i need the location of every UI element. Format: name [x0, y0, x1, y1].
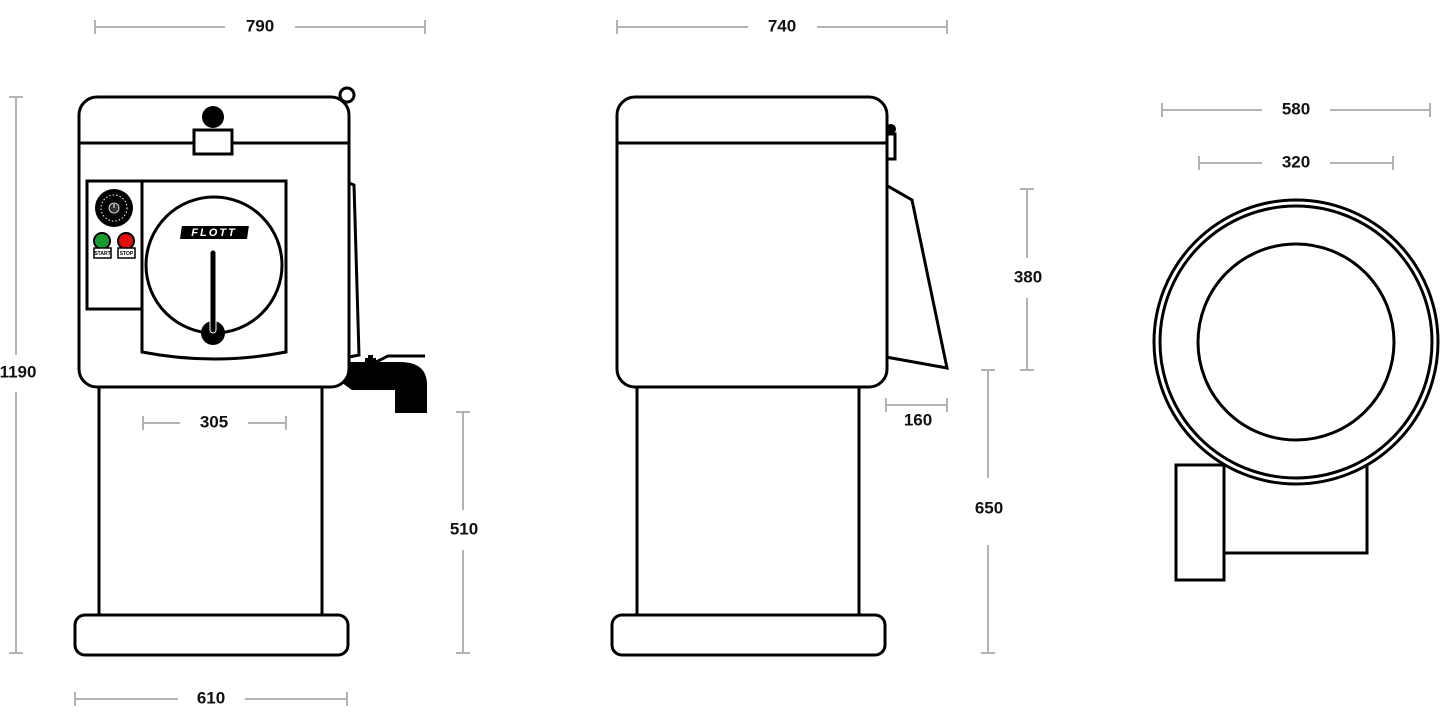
- spout: [338, 354, 427, 413]
- start-label: START: [94, 251, 110, 257]
- top-inner-drum: [1196, 242, 1396, 442]
- dim-380: 380: [1014, 267, 1042, 286]
- dim-305: 305: [200, 412, 228, 431]
- lid-ring-icon: [338, 86, 356, 104]
- front-view: START STOP FLOTT: [73, 86, 427, 657]
- dim-650: 650: [975, 498, 1003, 517]
- side-view: [610, 95, 949, 657]
- side-latch: [885, 132, 897, 161]
- door-handle: [209, 249, 217, 334]
- dim-580: 580: [1282, 99, 1310, 118]
- front-dimensions: 790 1190 305 510 610: [0, 16, 478, 707]
- front-base: [73, 613, 350, 657]
- side-base: [610, 613, 887, 657]
- side-pedestal: [635, 383, 861, 617]
- stop-label: STOP: [120, 251, 134, 257]
- dim-1190: 1190: [0, 362, 36, 381]
- side-dimensions: 740 380 160 650: [616, 16, 1042, 654]
- timer-dial-icon: [95, 189, 133, 227]
- top-outer-rim: [1152, 198, 1440, 486]
- dim-510: 510: [450, 519, 478, 538]
- dim-740: 740: [768, 16, 796, 35]
- side-chute: [884, 182, 949, 370]
- top-motor: [1174, 463, 1226, 582]
- dim-790: 790: [246, 16, 274, 35]
- side-body: [615, 95, 889, 389]
- lid-latch: [192, 128, 234, 156]
- stop-button[interactable]: [117, 232, 135, 250]
- brand-badge: [180, 226, 249, 239]
- brand-logo: FLOTT: [191, 227, 236, 239]
- dim-320: 320: [1282, 152, 1310, 171]
- start-button[interactable]: [93, 232, 111, 250]
- dim-610: 610: [197, 688, 225, 707]
- top-view: [1152, 198, 1440, 582]
- top-dimensions: 580 320: [1161, 99, 1431, 171]
- lid-knob: [202, 106, 224, 128]
- dim-160: 160: [904, 410, 932, 429]
